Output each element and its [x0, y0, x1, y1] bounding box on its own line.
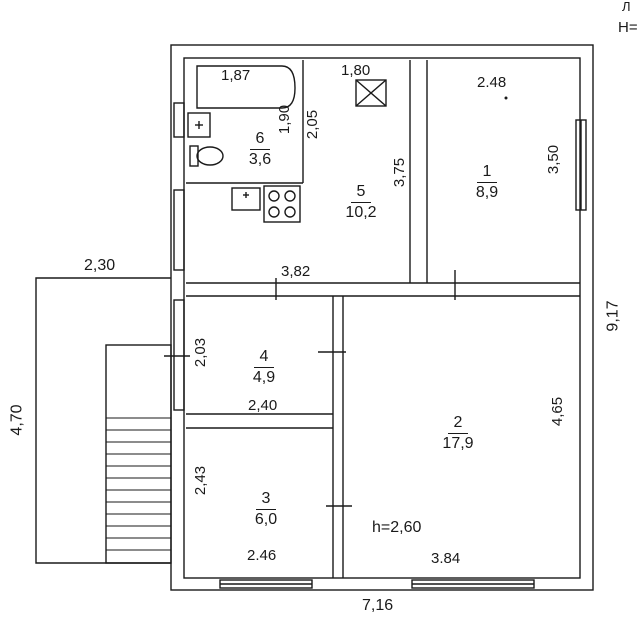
room-number: 5	[350, 183, 372, 203]
room-label-5: 5 10,2	[336, 183, 386, 222]
corner-note-line1: Л	[622, 0, 631, 14]
dim-room4-bottom: 2,40	[248, 397, 278, 414]
window-room4	[173, 299, 185, 411]
room-number: 1	[476, 163, 498, 183]
room-area: 17,9	[442, 435, 474, 452]
room-number: 4	[253, 348, 275, 368]
room-area: 8,9	[475, 184, 499, 201]
dim-room5-bottom: 3,82	[281, 263, 311, 280]
room-number: 2	[447, 414, 469, 434]
outer-wall	[170, 44, 594, 591]
room-label-1: 1 8,9	[462, 163, 512, 202]
marker-dot	[504, 96, 508, 100]
room-area: 10,2	[345, 204, 377, 221]
dim-overall-height: 9,17	[604, 300, 622, 332]
room-area: 3,6	[248, 151, 272, 168]
dim-room1-top: 2.48	[477, 74, 507, 91]
room-label-6: 6 3,6	[235, 130, 285, 169]
room-number: 3	[255, 490, 277, 510]
room-number: 6	[249, 130, 271, 150]
stove-burner	[284, 206, 296, 218]
dim-room3-bottom: 2.46	[247, 547, 277, 564]
toilet-bowl	[196, 146, 224, 166]
dim-room5-top: 1,80	[341, 62, 371, 79]
toilet-tank	[189, 145, 199, 167]
dim-room2-right: 4,65	[549, 396, 567, 427]
room-area: 4,9	[252, 369, 276, 386]
room-area: 6,0	[254, 511, 278, 528]
bathtub	[196, 65, 296, 109]
room-label-2: 2 17,9	[433, 414, 483, 453]
dim-overall-width: 7,16	[362, 597, 394, 614]
window-kitchen	[173, 189, 185, 271]
dim-room5-left: 2,05	[304, 109, 322, 140]
dim-room5-right: 3,75	[391, 157, 409, 188]
dim-room1-right: 3,50	[545, 144, 563, 175]
dim-porch-width: 2,30	[84, 257, 116, 274]
kitchen-sink	[231, 187, 261, 211]
corner-note-line2: H=	[618, 19, 638, 36]
porch-outline	[35, 277, 171, 564]
dim-room3-left: 2,43	[192, 465, 210, 496]
vent-cross	[355, 79, 387, 107]
stove-burner	[268, 206, 280, 218]
dim-bath-width: 1,87	[221, 67, 251, 84]
stair-treads	[106, 417, 171, 551]
window-bathroom	[173, 102, 185, 138]
room-label-3: 3 6,0	[241, 490, 291, 529]
room-label-4: 4 4,9	[239, 348, 289, 387]
bath-sink	[187, 112, 211, 138]
dim-porch-height: 4,70	[8, 404, 26, 436]
stove-burner	[268, 190, 280, 202]
dim-bath-height: 1,90	[276, 104, 294, 135]
dim-room4-left: 2,03	[192, 337, 210, 368]
dim-room2-bottom: 3.84	[431, 550, 461, 567]
vent-box	[355, 79, 387, 107]
stove-burner	[284, 190, 296, 202]
ceiling-height: h=2,60	[372, 519, 422, 536]
stove	[263, 185, 301, 223]
